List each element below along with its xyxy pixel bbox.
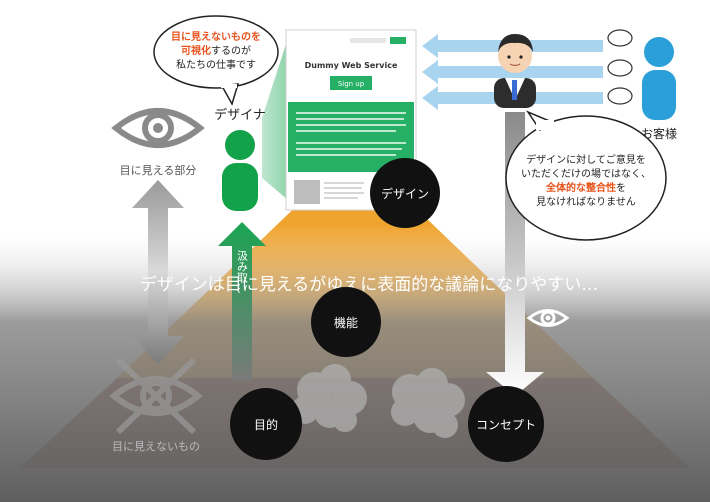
eye-icon <box>111 108 205 148</box>
bubble-right-line3: を <box>616 182 626 194</box>
customer-figure <box>642 37 676 120</box>
headline: デザインは目に見えるがゆえに表面的な議論になりやすい… <box>140 274 599 295</box>
mockup-connector <box>262 38 288 200</box>
svg-text:可視化するのが: 可視化するのが <box>181 44 251 57</box>
purpose-label: 目的 <box>254 417 278 432</box>
vertical-label: 汲み取… <box>236 250 249 294</box>
bubble-left-line1: 目に見えないものを <box>171 31 261 43</box>
eye-crossed-icon <box>109 357 203 435</box>
mockup-signup-button <box>330 76 372 90</box>
bubble-right-line2: いただくだけの場ではなく、 <box>521 167 651 180</box>
mini-bubbles <box>607 29 633 105</box>
small-eye-icon <box>526 309 570 327</box>
concept-circle <box>468 386 544 462</box>
function-label: 機能 <box>334 315 358 330</box>
bubble-left-line3: 私たちの仕事です <box>176 58 256 71</box>
visibility-double-arrow <box>132 180 184 364</box>
concept-down-arrow <box>486 112 544 396</box>
designer-label: デザイナ <box>214 107 266 123</box>
bubble-left-emph: 可視化 <box>181 44 211 57</box>
bubble-right-emph: 全体的な整合性 <box>545 181 616 194</box>
visible-label: 目に見える部分 <box>120 163 197 177</box>
gray-band <box>0 225 710 502</box>
design-label: デザイン <box>381 186 429 201</box>
invisible-label: 目に見えないもの <box>112 440 200 453</box>
mockup-signup-label: Sign up <box>338 80 365 88</box>
bubble-left-line2: するのが <box>211 44 251 57</box>
function-circle <box>311 287 381 357</box>
speech-bubble-left <box>153 15 279 106</box>
design-circle <box>370 158 440 228</box>
bubble-right-line4: 見なければなりません <box>536 196 636 208</box>
bubble-right-line1: デザインに対してご意見を <box>526 153 646 166</box>
concept-label: コンセプト <box>476 418 536 432</box>
businessman-figure <box>494 34 536 108</box>
mockup-title: Dummy Web Service <box>305 61 398 70</box>
svg-text:全体的な整合性を: 全体的な整合性を <box>545 181 626 194</box>
purpose-circle <box>230 388 302 460</box>
cloud-left <box>291 364 367 432</box>
customer-label: お客様 <box>641 126 677 141</box>
designer-figure <box>222 130 258 211</box>
extract-up-arrow <box>218 222 266 380</box>
speech-bubble-right <box>505 110 667 241</box>
svg-text:目に見えないものを: 目に見えないものを <box>171 31 261 43</box>
cloud-right <box>391 368 465 438</box>
